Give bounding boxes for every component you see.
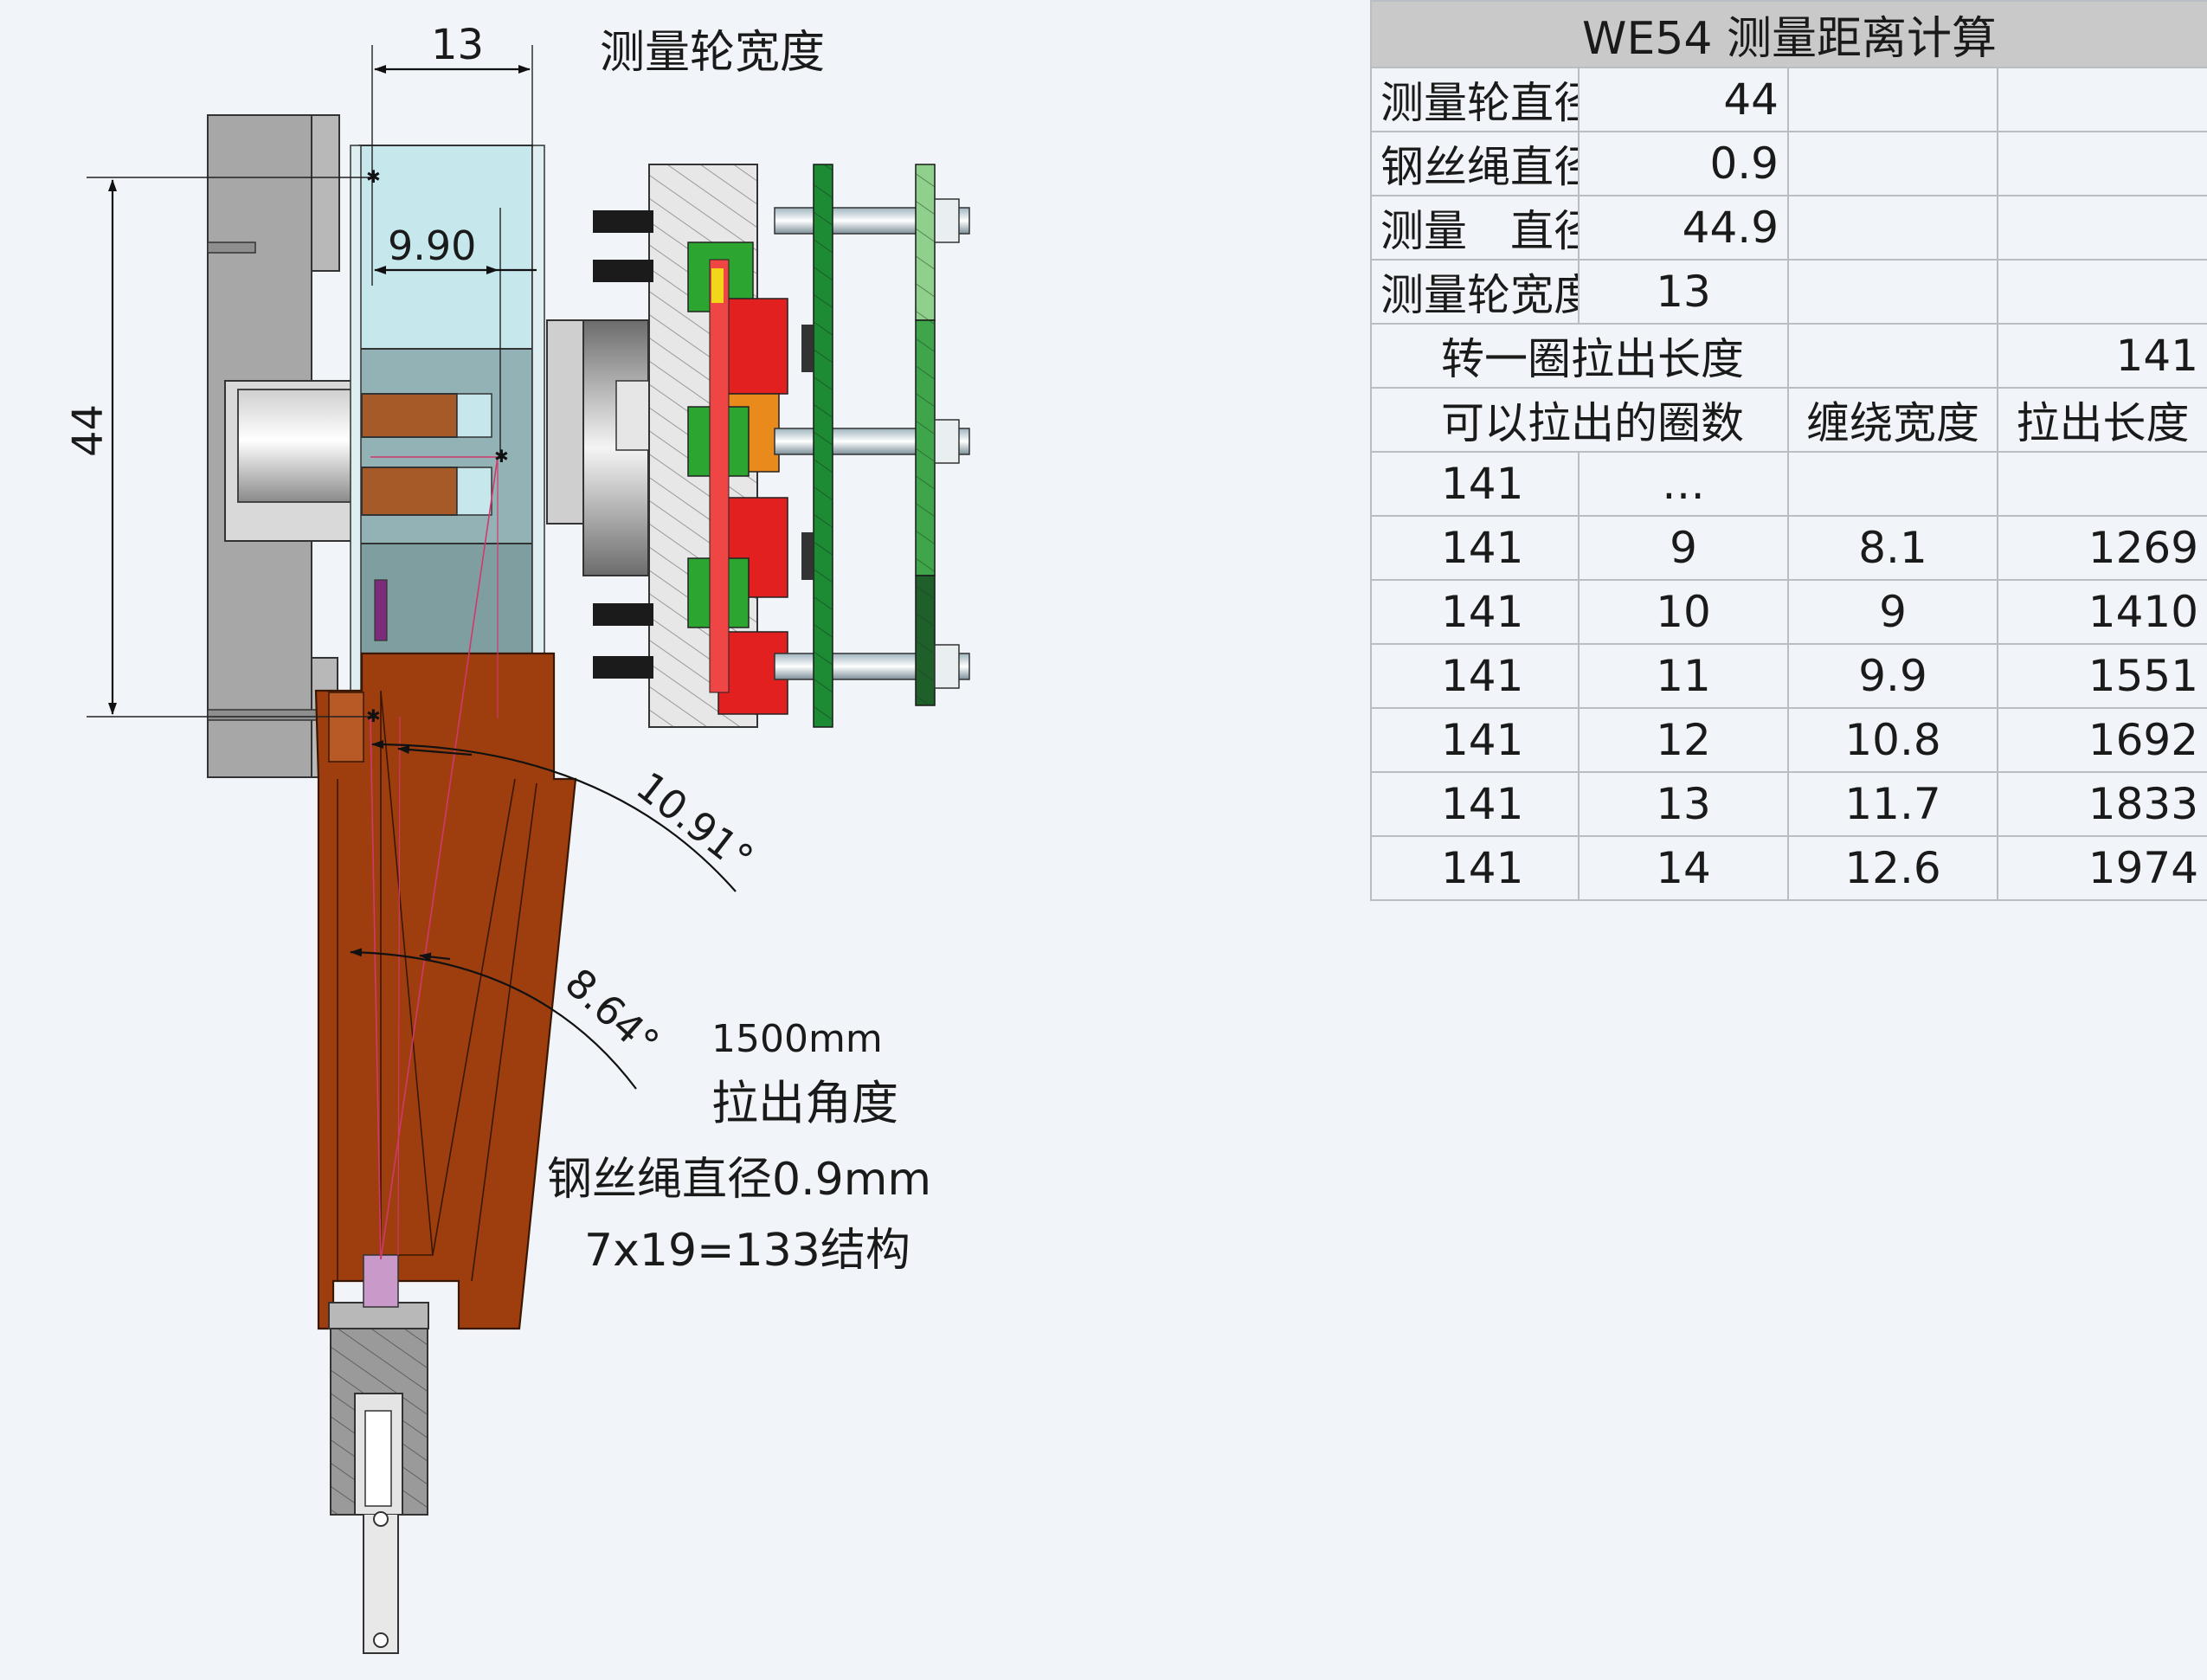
pcb-stack xyxy=(774,164,970,728)
cell-c2: 13 xyxy=(1578,771,1789,837)
param-row: 测量轮直径 44 xyxy=(1370,67,2207,132)
empty-cell xyxy=(1787,323,1998,389)
cell-c2: 12 xyxy=(1578,707,1789,773)
per-turn-row: 转一圈拉出长度 141 xyxy=(1370,323,2207,389)
table-row: 141 12 10.8 1692 xyxy=(1370,707,2207,773)
cell-c2: 14 xyxy=(1578,835,1789,901)
cell-c3: 9 xyxy=(1787,579,1998,645)
cell-c4: 1833 xyxy=(1996,771,2207,837)
table-row: 141 13 11.7 1833 xyxy=(1370,771,2207,837)
empty-cell xyxy=(1996,131,2207,196)
gearbox xyxy=(648,164,788,728)
svg-text:✱: ✱ xyxy=(366,166,381,187)
bearing xyxy=(546,319,650,576)
table-row: 141 14 12.6 1974 xyxy=(1370,835,2207,901)
distance-calc-table: WE54 测量距离计算 测量轮直径 44 钢丝绳直径 0.9 测量 直径 44.… xyxy=(1369,0,2207,901)
cell-c1: 141 xyxy=(1370,451,1580,517)
cell-c4: 1551 xyxy=(1996,643,2207,709)
table-title: WE54 测量距离计算 xyxy=(1369,0,2207,68)
param-value: 13 xyxy=(1578,259,1789,325)
label-rope-structure: 7x19=133结构 xyxy=(584,1225,910,1277)
cell-c4: 1410 xyxy=(1996,579,2207,645)
empty-cell xyxy=(1996,67,2207,132)
empty-cell xyxy=(1996,195,2207,261)
cell-c1: 141 xyxy=(1370,707,1580,773)
rope-guide xyxy=(314,652,577,1330)
empty-cell xyxy=(1787,195,1998,261)
param-label: 测量 直径 xyxy=(1370,195,1580,261)
rope-path xyxy=(370,456,499,1260)
table-row: 141 10 9 1410 xyxy=(1370,579,2207,645)
dimension-lines: ✱ ✱ ✱ xyxy=(87,45,737,1090)
svg-text:✱: ✱ xyxy=(494,446,509,467)
cell-c3: 12.6 xyxy=(1787,835,1998,901)
cad-section-drawing: ✱ ✱ ✱ 13 44 9.90 10.91° 8.64° 测量轮宽度 1500… xyxy=(64,21,970,1654)
per-turn-value: 141 xyxy=(1996,323,2207,389)
table-row: 141 9 8.1 1269 xyxy=(1370,515,2207,581)
cell-c4: 1269 xyxy=(1996,515,2207,581)
table-title-row: WE54 测量距离计算 xyxy=(1369,0,2207,68)
cell-c2: 9 xyxy=(1578,515,1789,581)
cell-c4: 1974 xyxy=(1996,835,2207,901)
param-label: 测量轮宽度 xyxy=(1370,259,1580,325)
table-row: 141 … xyxy=(1370,451,2207,517)
param-label: 测量轮直径 xyxy=(1370,67,1580,132)
param-row: 测量 直径 44.9 xyxy=(1370,195,2207,261)
label-pull-length: 1500mm xyxy=(711,1017,883,1061)
dim-height-44: 44 xyxy=(64,404,113,457)
cell-c3: 11.7 xyxy=(1787,771,1998,837)
dim-angle-864: 8.64° xyxy=(557,959,668,1066)
measuring-wheel xyxy=(350,145,545,692)
cell-c2: 10 xyxy=(1578,579,1789,645)
cell-c3: 8.1 xyxy=(1787,515,1998,581)
svg-text:✱: ✱ xyxy=(366,705,381,726)
label-wheel-width: 测量轮宽度 xyxy=(600,27,825,79)
screws xyxy=(593,210,653,679)
cell-c4 xyxy=(1996,451,2207,517)
dim-angle-1091: 10.91° xyxy=(627,763,762,882)
per-turn-label: 转一圈拉出长度 xyxy=(1370,323,1789,389)
param-row: 钢丝绳直径 0.9 xyxy=(1370,131,2207,196)
cell-c4: 1692 xyxy=(1996,707,2207,773)
cell-c1: 141 xyxy=(1370,771,1580,837)
cell-c1: 141 xyxy=(1370,643,1580,709)
cell-c3: 9.9 xyxy=(1787,643,1998,709)
empty-cell xyxy=(1787,131,1998,196)
table-row: 141 11 9.9 1551 xyxy=(1370,643,2207,709)
empty-cell xyxy=(1996,259,2207,325)
param-value: 0.9 xyxy=(1578,131,1789,196)
param-label: 钢丝绳直径 xyxy=(1370,131,1580,196)
dim-width-13: 13 xyxy=(431,21,484,69)
header-pull-length: 拉出长度 xyxy=(1996,387,2207,453)
empty-cell xyxy=(1787,259,1998,325)
cell-c1: 141 xyxy=(1370,835,1580,901)
header-wind-width: 缠绕宽度 xyxy=(1787,387,1998,453)
cell-c1: 141 xyxy=(1370,579,1580,645)
cell-c3 xyxy=(1787,451,1998,517)
rope-connector xyxy=(328,1254,429,1654)
dim-inner-990: 9.90 xyxy=(388,222,476,269)
param-value: 44.9 xyxy=(1578,195,1789,261)
label-pull-angle: 拉出角度 xyxy=(711,1076,898,1130)
param-value: 44 xyxy=(1578,67,1789,132)
cell-c2: … xyxy=(1578,451,1789,517)
header-row: 可以拉出的圈数 缠绕宽度 拉出长度 xyxy=(1370,387,2207,453)
cell-c1: 141 xyxy=(1370,515,1580,581)
param-row: 测量轮宽度 13 xyxy=(1370,259,2207,325)
empty-cell xyxy=(1787,67,1998,132)
cell-c2: 11 xyxy=(1578,643,1789,709)
label-rope-diameter: 钢丝绳直径0.9mm xyxy=(547,1154,931,1206)
cell-c3: 10.8 xyxy=(1787,707,1998,773)
header-turns: 可以拉出的圈数 xyxy=(1370,387,1789,453)
